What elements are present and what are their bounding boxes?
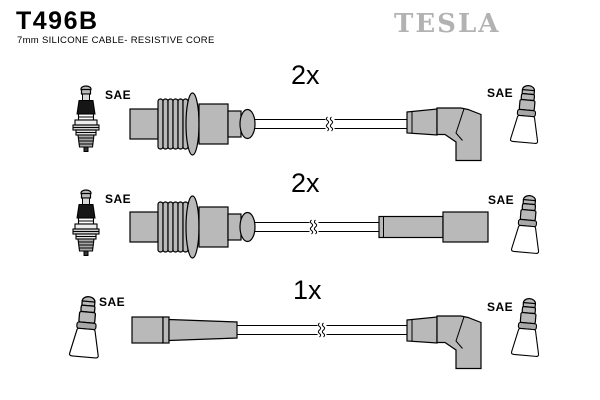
spark-plug-boot-icon [510, 296, 544, 358]
angled-elbow-boot [406, 315, 482, 370]
cable-spec-subtitle: 7mm SILICONE CABLE- RESISTIVE CORE [17, 35, 215, 46]
coil-end-ribbed-boot [129, 92, 256, 156]
sae-label-row2-left: SAE [105, 192, 132, 206]
straight-boot [378, 211, 489, 243]
cable-break-mark [309, 219, 319, 235]
quantity-label-row2: 2x [291, 168, 320, 198]
cable-assembly-row-3 [68, 294, 544, 370]
sae-label-row2-right: SAE [488, 193, 515, 207]
sae-label-row3-left: SAE [99, 295, 126, 309]
quantity-label-row1: 2x [291, 60, 320, 90]
spark-plug-boot-icon [509, 83, 543, 145]
distributor-end-boot [131, 316, 238, 344]
spark-plug-boot-icon [510, 193, 544, 255]
cable-break-mark [317, 322, 327, 338]
sae-label-row1-left: SAE [105, 88, 132, 102]
cable-assembly-row-2 [72, 189, 544, 259]
brand-logo: TESLA [394, 9, 501, 39]
part-number: T496B [16, 7, 99, 35]
spark-plug-icon [72, 85, 100, 153]
spark-plug-icon [72, 189, 100, 257]
sae-label-row1-right: SAE [487, 86, 514, 100]
angled-elbow-boot [406, 107, 482, 162]
sae-label-row3-right: SAE [487, 300, 514, 314]
cable-break-mark [325, 116, 335, 132]
cable-assembly-row-1 [72, 83, 543, 162]
quantity-label-row3: 1x [293, 275, 322, 305]
coil-end-ribbed-boot [129, 195, 256, 259]
